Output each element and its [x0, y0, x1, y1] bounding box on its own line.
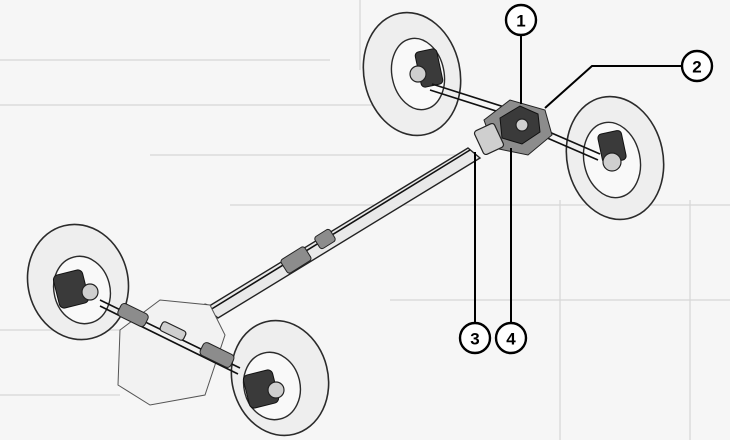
callout-3-label: 3	[470, 330, 479, 349]
front-subframe	[117, 299, 226, 406]
rear-right-wheel	[565, 95, 665, 221]
callout-3: 3	[458, 321, 492, 355]
callout-4-label: 4	[506, 330, 516, 349]
leader-2	[544, 65, 681, 109]
callout-1-label: 1	[516, 12, 525, 31]
callout-2-label: 2	[692, 58, 701, 77]
front-drive-shafts	[99, 299, 241, 375]
callout-leaders	[474, 36, 681, 322]
rear-differential	[473, 99, 553, 156]
front-right-wheel	[230, 319, 330, 437]
callout-1: 1	[504, 3, 538, 37]
callout-4: 4	[494, 321, 528, 355]
callout-2: 2	[680, 49, 714, 83]
rear-left-wheel	[362, 11, 462, 137]
front-left-wheel	[26, 223, 130, 341]
